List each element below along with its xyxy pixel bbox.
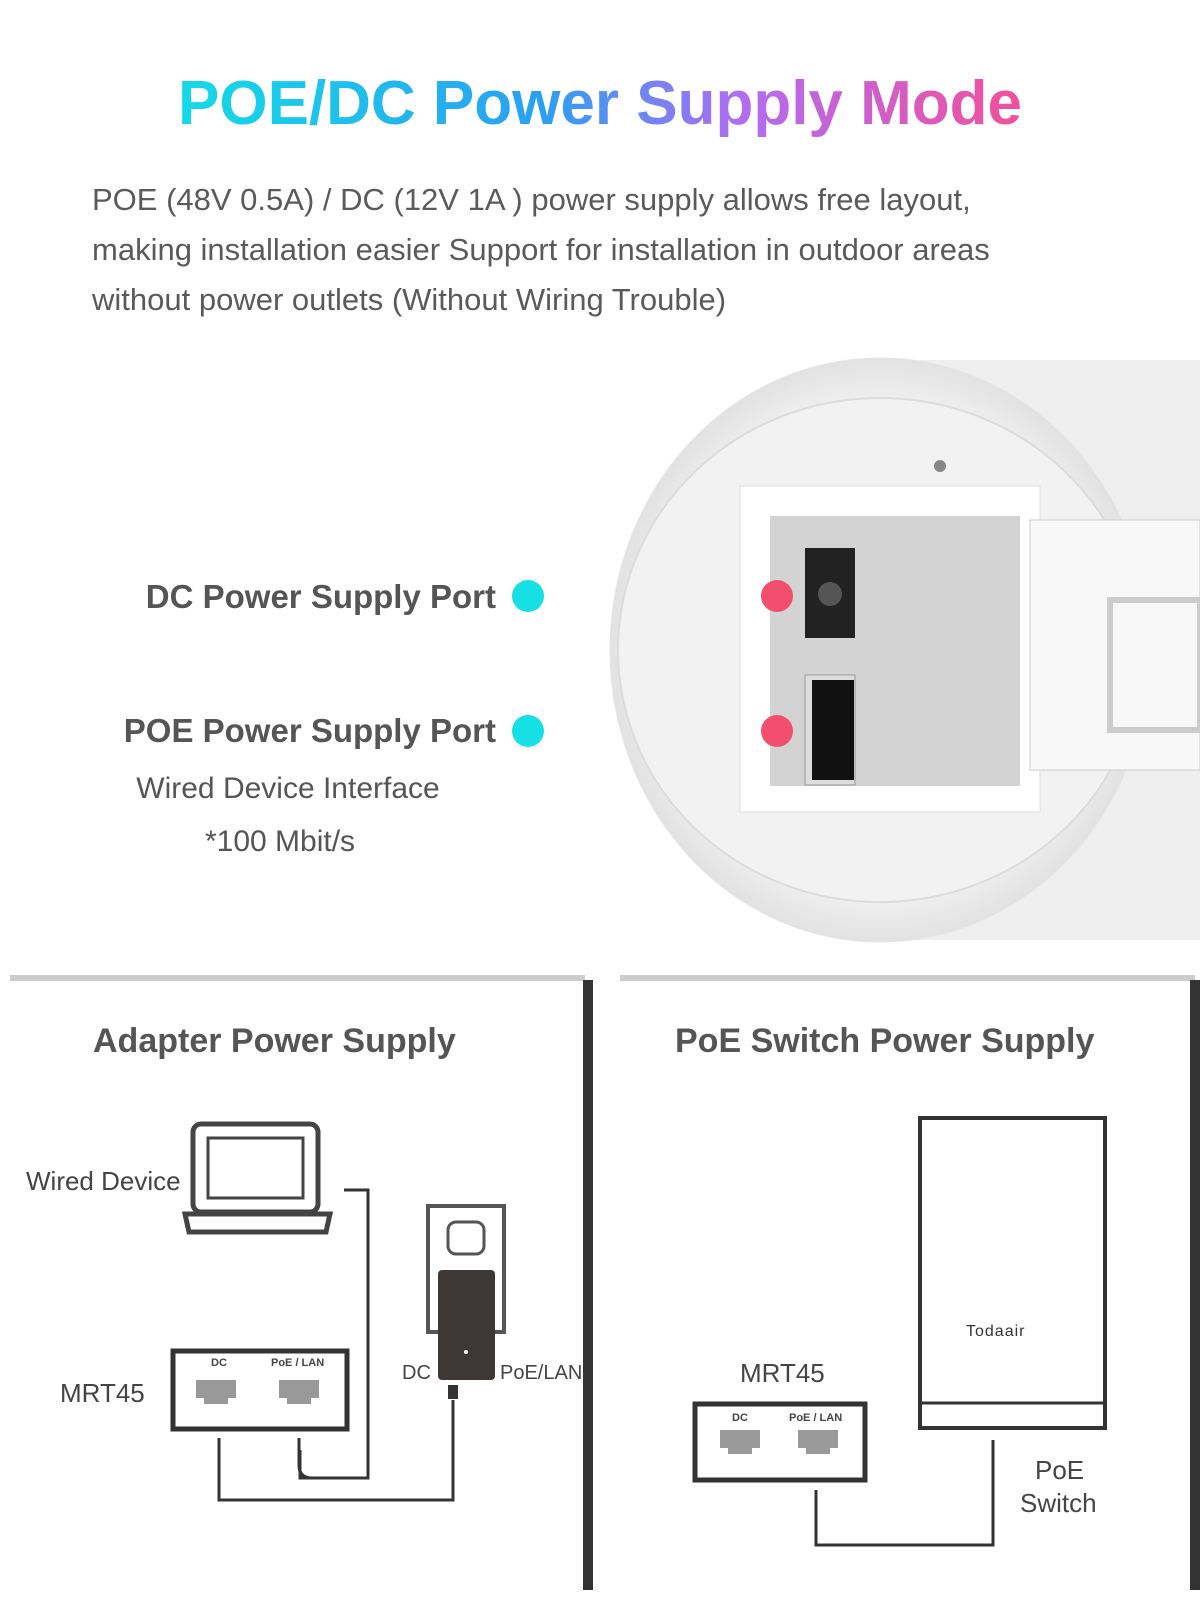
device-body (609, 357, 1200, 943)
mrt45-box (170, 1348, 350, 1432)
poe-switch-label-1: PoE (1035, 1455, 1085, 1485)
brand-logo: Todaair (966, 1323, 1026, 1340)
mrt-dc-label: DC (211, 1357, 227, 1369)
description-line-2: making installation easier Support for i… (92, 232, 990, 267)
mrt-poe-label: PoE / LAN (271, 1357, 325, 1369)
dc-dot-start (512, 580, 544, 612)
laptop-icon (181, 1121, 334, 1235)
rj45-port (812, 680, 854, 780)
adapter-poe-label: PoE/LAN (500, 1362, 583, 1384)
mrt2-poe-label: PoE / LAN (789, 1412, 843, 1424)
dc-port-label: DC Power Supply Port (145, 578, 496, 615)
poe-port-sub1: Wired Device Interface (136, 772, 440, 805)
poe-dot-start (512, 715, 544, 747)
page-title: POE/DC Power Supply Mode (0, 68, 1200, 139)
mrt45-label-2: MRT45 (740, 1358, 825, 1388)
poe-port-icon (279, 1380, 319, 1404)
mrt2-dc-label: DC (732, 1412, 748, 1424)
dc-port-icon (196, 1380, 236, 1404)
wired-device-label: Wired Device (26, 1166, 181, 1196)
dc-dot-end (761, 580, 793, 612)
adapter-dc-label: DC (402, 1362, 431, 1384)
poe-port-sub2: *100 Mbit/s (204, 825, 356, 858)
description-line-1: POE (48V 0.5A) / DC (12V 1A ) power supp… (92, 182, 971, 217)
poe-switch-label-2: Switch (1020, 1488, 1097, 1518)
mrt45-label: MRT45 (60, 1378, 145, 1408)
poe-port-label: POE Power Supply Port (123, 712, 496, 749)
poe-dot-end (761, 715, 793, 747)
description-line-3: without power outlets (Without Wiring Tr… (92, 282, 727, 317)
adapter-panel-title: Adapter Power Supply (93, 1022, 456, 1060)
switch-panel-title: PoE Switch Power Supply (675, 1022, 1095, 1060)
power-adapter-icon (438, 1270, 495, 1380)
indicator-hole (934, 460, 946, 472)
poe-switch-icon (918, 1116, 1107, 1430)
